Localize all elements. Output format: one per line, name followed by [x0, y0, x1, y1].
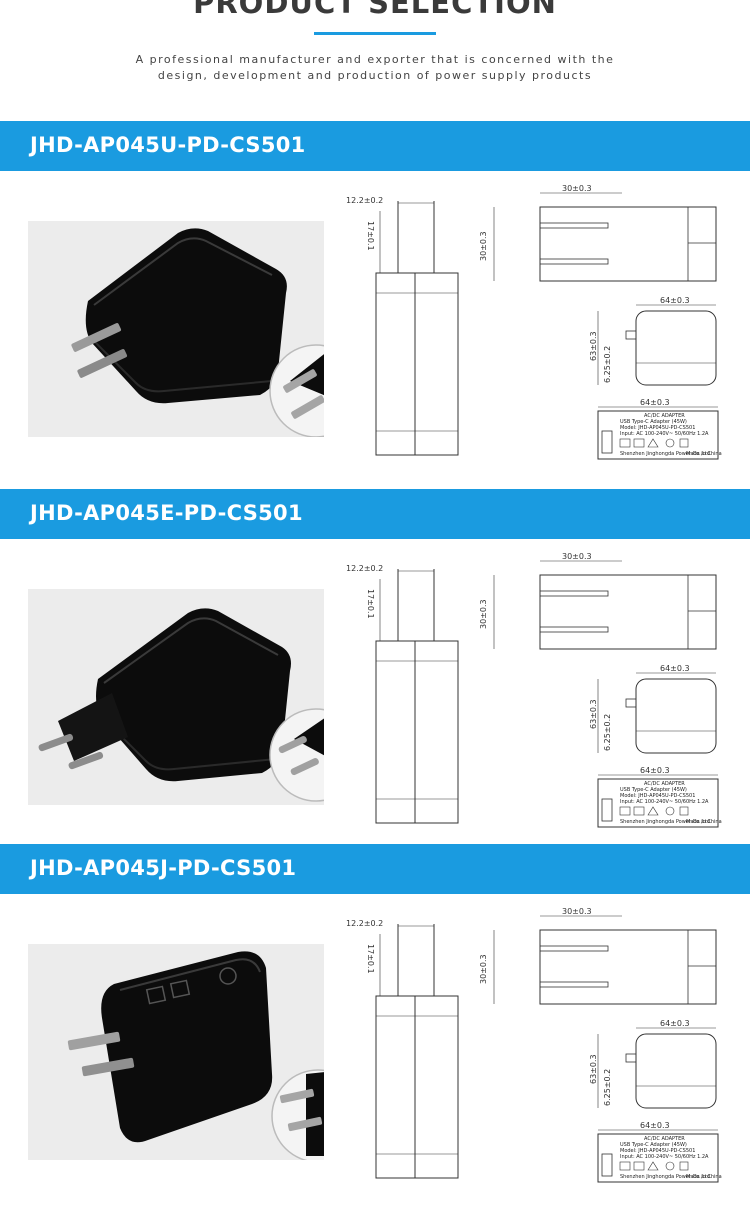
label-made: Made in China: [686, 451, 722, 457]
dim-body-height: 63±0.3: [589, 1054, 598, 1084]
label-line-4: Input: AC 100-240V~ 50/60Hz 1.2A: [620, 431, 709, 437]
label-line-2: USB Type-C Adapter (45W): [620, 1142, 687, 1148]
technical-drawing: 12.2±0.2 17±0.1 30±0.3 30±0.3 64±0.3 63±…: [340, 904, 740, 1194]
label-line-2: USB Type-C Adapter (45W): [620, 787, 687, 793]
label-line-4: Input: AC 100-240V~ 50/60Hz 1.2A: [620, 1154, 709, 1160]
label-line-1: AC/DC ADAPTER: [644, 413, 685, 419]
label-maker: Shenzhen Jinghongda Power Co.,Ltd.: [620, 1174, 712, 1180]
label-line-3: Model: JHD-AP045U-PD-CS501: [620, 1148, 695, 1154]
product-model-title: JHD-AP045J-PD-CS501: [30, 856, 297, 880]
technical-drawing: 12.2±0.2 17±0.1 30±0.3 30±0.3 64±0.3: [340, 181, 740, 471]
label-line-2: USB Type-C Adapter (45W): [620, 419, 687, 425]
page-header: PRODUCT SELECTION A professional manufac…: [0, 0, 750, 120]
adapter-photo-jp: [67, 951, 324, 1160]
label-made: Made in China: [686, 819, 722, 825]
label-maker: Shenzhen Jinghongda Power Co.,Ltd.: [620, 451, 712, 457]
product-title-bar: JHD-AP045J-PD-CS501: [0, 844, 750, 894]
dim-pin-height: 30±0.3: [479, 954, 488, 984]
dimension-drawing: 12.2±0.2 17±0.1 30±0.3 30±0.3 64±0.3 63±…: [346, 552, 722, 828]
dim-pin-length: 17±0.1: [366, 944, 375, 974]
dimension-drawing: 12.2±0.2 17±0.1 30±0.3 30±0.3 64±0.3: [346, 184, 722, 460]
dim-pin-width: 30±0.3: [562, 907, 592, 916]
technical-drawing: 12.2±0.2 17±0.1 30±0.3 30±0.3 64±0.3 63±…: [340, 549, 740, 839]
subtitle-line-2: design, development and production of po…: [157, 69, 593, 82]
page-subtitle: A professional manufacturer and exporter…: [0, 52, 750, 84]
label-line-3: Model: JHD-AP045U-PD-CS501: [620, 793, 695, 799]
dim-thickness: 12.2±0.2: [346, 919, 383, 928]
dim-label-width: 64±0.3: [640, 1121, 670, 1130]
dim-pin-length: 17±0.1: [366, 589, 375, 619]
product-model-title: JHD-AP045E-PD-CS501: [30, 501, 303, 525]
dim-body-height: 63±0.3: [589, 699, 598, 729]
label-made: Made in China: [686, 1174, 722, 1180]
product-section-eu: JHD-AP045E-PD-CS501 12.2±0.2 17±0.1: [0, 489, 750, 844]
dim-body-width: 64±0.3: [660, 664, 690, 673]
product-title-bar: JHD-AP045E-PD-CS501: [0, 489, 750, 539]
label-line-3: Model: JHD-AP045U-PD-CS501: [620, 425, 695, 431]
subtitle-line-1: A professional manufacturer and exporter…: [135, 53, 615, 66]
dim-label-width: 64±0.3: [640, 398, 670, 407]
adapter-photo-us: [71, 228, 324, 437]
dim-thickness: 12.2±0.2: [346, 196, 383, 205]
product-model-title: JHD-AP045U-PD-CS501: [30, 133, 306, 157]
dim-port-height: 6.25±0.2: [603, 1069, 612, 1106]
dim-pin-width: 30±0.3: [562, 552, 592, 561]
dim-pin-width: 30±0.3: [562, 184, 592, 193]
dim-body-width: 64±0.3: [660, 296, 690, 305]
dim-body-width: 64±0.3: [660, 1019, 690, 1028]
product-photo: [28, 221, 324, 437]
product-title-bar: JHD-AP045U-PD-CS501: [0, 121, 750, 171]
dimension-drawing: 12.2±0.2 17±0.1 30±0.3 30±0.3 64±0.3 63±…: [346, 907, 722, 1183]
label-maker: Shenzhen Jinghongda Power Co.,Ltd.: [620, 819, 712, 825]
page-title: PRODUCT SELECTION: [193, 0, 557, 20]
dim-port-height: 6.25±0.2: [603, 714, 612, 751]
product-photo: [28, 944, 324, 1160]
product-photo: [28, 589, 324, 805]
adapter-photo-eu: [38, 608, 324, 802]
dim-thickness: 12.2±0.2: [346, 564, 383, 573]
label-line-1: AC/DC ADAPTER: [644, 1136, 685, 1142]
title-underline: [314, 32, 436, 35]
dim-port-height: 6.25±0.2: [603, 346, 612, 383]
dim-pin-height: 30±0.3: [479, 599, 488, 629]
dim-pin-height: 30±0.3: [479, 231, 488, 261]
label-line-1: AC/DC ADAPTER: [644, 781, 685, 787]
product-section-jp: JHD-AP045J-PD-CS501 12.2±0.2 17±0.1: [0, 844, 750, 1210]
dim-pin-length: 17±0.1: [366, 221, 375, 251]
dim-body-height: 63±0.3: [589, 331, 598, 361]
dim-label-width: 64±0.3: [640, 766, 670, 775]
product-section-us: JHD-AP045U-PD-CS501 12.2±0.2 17±0.1: [0, 121, 750, 486]
label-line-4: Input: AC 100-240V~ 50/60Hz 1.2A: [620, 799, 709, 805]
